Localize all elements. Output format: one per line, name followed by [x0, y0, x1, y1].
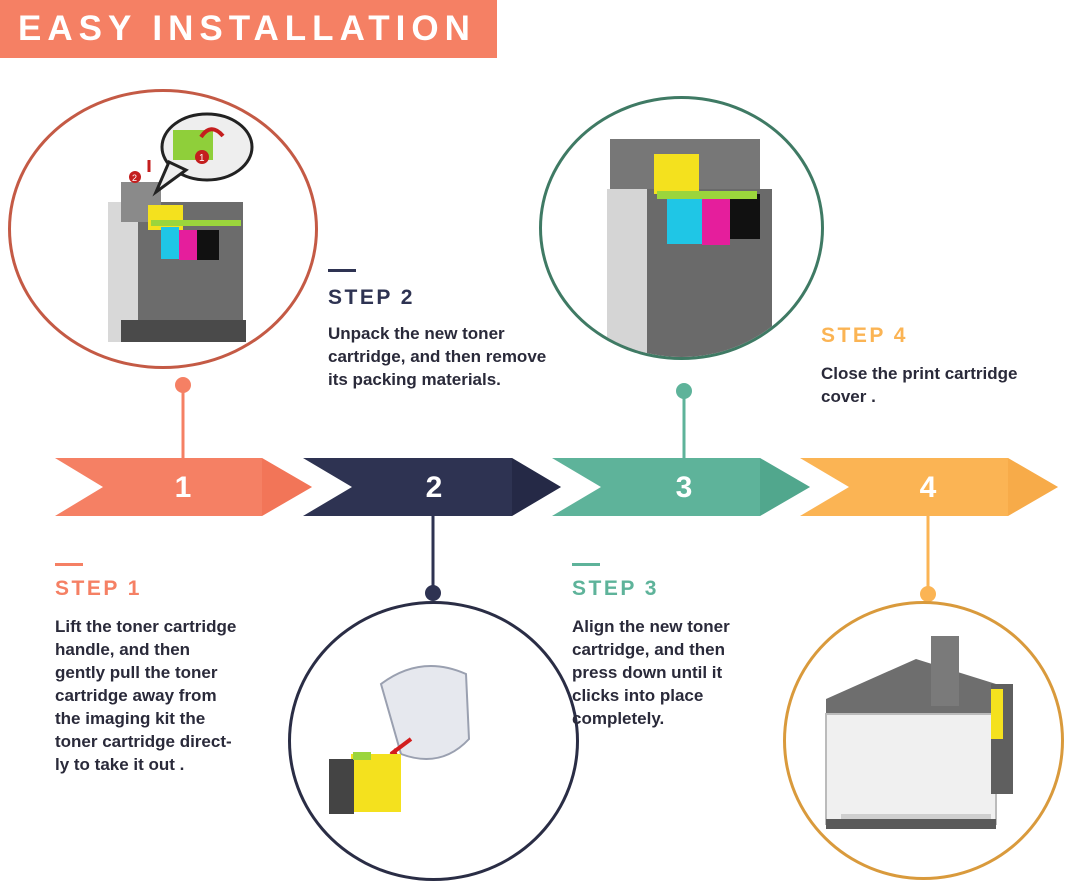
step-3-illustration: [539, 96, 824, 360]
step-1-illustration: 1 2: [8, 89, 318, 369]
step-3-heading: STEP 3: [572, 577, 659, 600]
arrow-number-4: 4: [919, 471, 937, 504]
step-2-illustration: [288, 601, 579, 881]
connector-dot-step-2: [425, 585, 441, 601]
connector-dot-step-3: [676, 383, 692, 399]
callout-badge-2: 2: [132, 173, 137, 183]
step-1-heading: STEP 1: [55, 577, 142, 600]
step-1-description: Lift the toner cartridge handle, and the…: [55, 617, 237, 774]
step-4-heading: STEP 4: [821, 324, 908, 347]
arrow-step-1: [55, 458, 312, 516]
arrow-step-2: [303, 458, 561, 516]
connector-dot-step-4: [920, 586, 936, 602]
unpack-toner-icon: [329, 665, 471, 814]
step-2-description: Unpack the new toner cartridge, and then…: [328, 324, 547, 389]
printer-open-icon: 1 2: [108, 112, 254, 342]
step-3-dash: [572, 563, 600, 566]
step-2-dash: [328, 269, 356, 272]
step-3-description: Align the new toner cartridge, and then …: [572, 617, 730, 728]
callout-badge-1: 1: [199, 153, 205, 164]
arrow-number-3: 3: [675, 471, 693, 504]
arrow-step-3: [552, 458, 810, 516]
arrow-number-1: 1: [174, 471, 192, 504]
connector-dot-step-1: [175, 377, 191, 393]
arrow-step-4: [800, 458, 1058, 516]
step-1-dash: [55, 563, 83, 566]
step-2-heading: STEP 2: [328, 286, 415, 309]
arrow-number-2: 2: [425, 471, 443, 504]
step-4-illustration: [783, 601, 1064, 880]
timeline-arrows: [55, 458, 1058, 516]
printer-insert-icon: [607, 139, 772, 357]
printer-closed-icon: [825, 636, 1013, 829]
step-4-description: Close the print cartridge cover .: [821, 364, 1018, 406]
page-title: EASY INSTALLATION: [18, 9, 476, 48]
title-banner: EASY INSTALLATION: [0, 0, 497, 58]
